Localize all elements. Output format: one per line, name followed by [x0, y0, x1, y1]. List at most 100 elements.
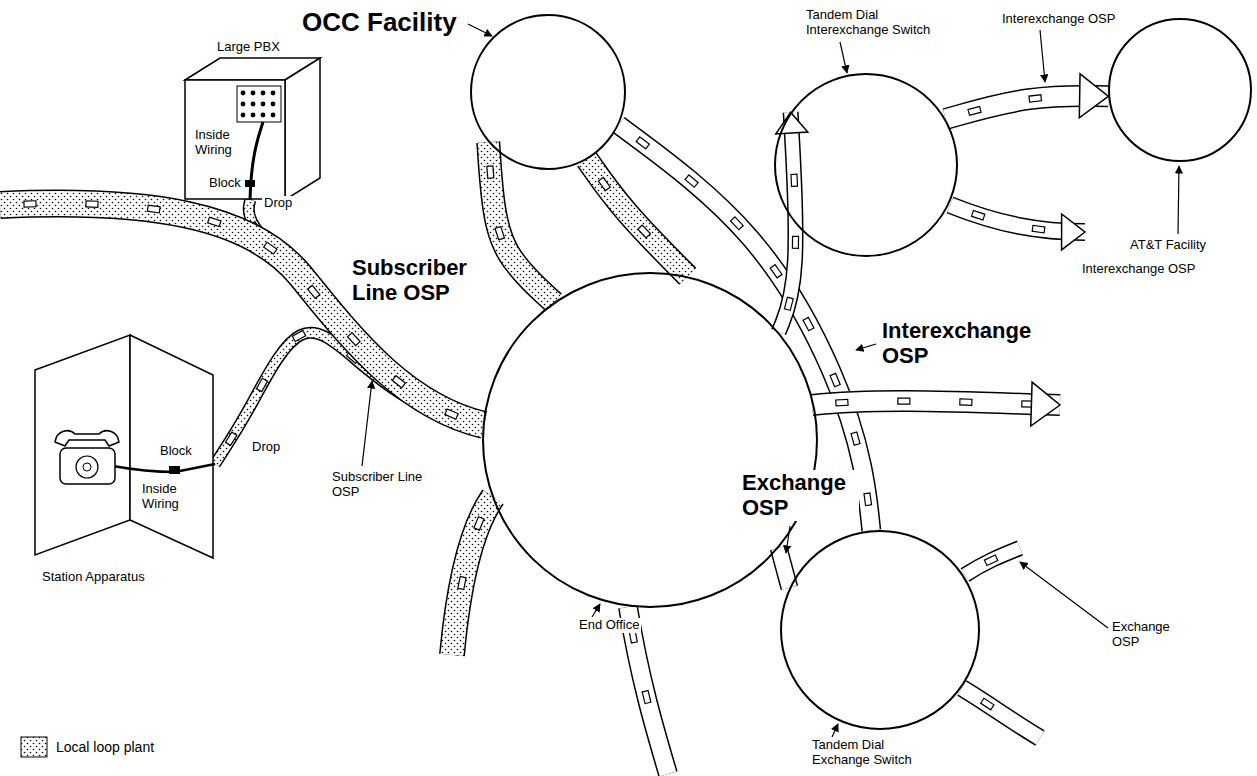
cable-mark: [208, 217, 221, 226]
cable-mark: [474, 517, 484, 530]
cable-mark: [803, 317, 814, 330]
cable-connector: [776, 112, 808, 332]
band-outline: [488, 142, 553, 302]
callout-label: Exchange OSP: [740, 470, 859, 521]
cable-mark: [86, 201, 98, 207]
callout-label: Interexchange OSP: [880, 318, 1054, 369]
cable-mark: [225, 432, 236, 445]
callout-label: Inside Wiring: [140, 482, 199, 512]
callout-label: Block: [158, 444, 194, 459]
callout-label: Interexchange OSP: [1000, 12, 1117, 27]
cable-mark: [445, 409, 458, 419]
callout-label: Subscriber Line OSP: [330, 470, 434, 500]
cable-mark: [348, 333, 361, 346]
cable-mark: [642, 691, 651, 704]
band-fill: [452, 497, 493, 655]
cable-mark: [1029, 95, 1042, 102]
circle-outline: [780, 530, 980, 730]
facility-circle: AT&T Facility: [1108, 18, 1252, 162]
band-fill: [249, 200, 483, 425]
callout-label: Drop: [262, 196, 294, 211]
callout-label: Block: [207, 176, 243, 191]
cable-mark: [792, 236, 798, 248]
arrow-head: [776, 112, 808, 134]
arrow-head: [1062, 214, 1085, 250]
cable-band: [812, 401, 1060, 405]
cable-mark: [864, 493, 872, 506]
cable-mark: [836, 399, 848, 406]
cable-mark: [487, 166, 494, 178]
band-fill: [962, 688, 1040, 738]
band-outline: [779, 548, 790, 588]
cable-mark: [784, 297, 793, 310]
cable-band: [965, 548, 1020, 575]
cable-band: [950, 205, 1085, 250]
cable-mark: [984, 555, 997, 566]
circle-outline: [774, 73, 958, 257]
facility-circle: Tandem Dial Interexchange Switch: [774, 73, 958, 257]
node-label: AT&T Facility: [1128, 238, 1208, 253]
circle-outline: [470, 14, 626, 170]
band-outline: [965, 548, 1020, 575]
band-outline: [962, 688, 1040, 738]
cable-mark: [1032, 225, 1045, 232]
cable-mark: [685, 175, 698, 187]
band-fill: [965, 548, 1020, 575]
loop-plant-band: [452, 497, 493, 655]
callout-label: Subscriber Line OSP: [350, 255, 479, 306]
cable-mark: [968, 106, 981, 115]
cable-mark: [981, 698, 994, 710]
arrow-head: [1031, 382, 1060, 426]
cable-mark: [898, 398, 910, 404]
node-label: Station Apparatus: [40, 570, 147, 585]
circle-outline: [482, 272, 818, 608]
node-label: Tandem Dial Exchange Switch: [810, 738, 929, 768]
callout-label: Exchange OSP: [1110, 620, 1179, 650]
cable-mark: [264, 242, 277, 254]
cable-mark: [960, 399, 972, 405]
callout-label: Inside Wiring: [193, 128, 247, 158]
band-outline: [779, 112, 796, 332]
cable-mark: [638, 225, 651, 238]
band-outline: [249, 200, 483, 425]
node-label: Tandem Dial Interexchange Switch: [804, 8, 943, 38]
band-outline: [452, 497, 493, 655]
node-label: End Office: [577, 618, 641, 633]
cable-connector: [946, 74, 1109, 119]
cable-mark: [292, 330, 305, 341]
cable-mark: [731, 217, 744, 230]
cable-connector: [619, 125, 872, 530]
cable-mark: [495, 227, 504, 240]
cable-mark: [830, 373, 840, 386]
cable-band: [965, 548, 1020, 575]
cable-mark: [972, 211, 985, 220]
legend-entry: Local loop plant: [20, 736, 154, 758]
cable-mark: [147, 205, 160, 213]
arrow-head: [1079, 74, 1108, 118]
cable-mark: [636, 137, 649, 149]
cable-mark: [851, 432, 860, 445]
band-fill: [779, 112, 796, 332]
cable-mark: [24, 201, 36, 207]
facility-circle: Tandem Dial Exchange Switch: [780, 530, 980, 730]
callout-label: Drop: [250, 440, 282, 455]
circle-outline: [1108, 18, 1252, 162]
cable-mark: [598, 177, 610, 190]
node-label: OCC Facility: [300, 8, 459, 38]
cable-band: [950, 205, 1085, 232]
cable-band: [962, 688, 1040, 738]
house-outline: [35, 320, 215, 560]
band-fill: [619, 125, 872, 530]
cable-mark: [458, 577, 466, 590]
cable-connector: [249, 200, 483, 425]
station-house: Station Apparatus: [35, 320, 215, 560]
leader-lines: [362, 24, 1179, 737]
cable-connector: [487, 142, 554, 302]
node-label: Large PBX: [215, 40, 282, 55]
legend-text: Local loop plant: [56, 739, 154, 755]
cable-connector: [779, 548, 790, 588]
facility-circle: End Office: [482, 272, 818, 608]
band-fill: [488, 142, 553, 302]
cable-mark: [308, 285, 320, 298]
